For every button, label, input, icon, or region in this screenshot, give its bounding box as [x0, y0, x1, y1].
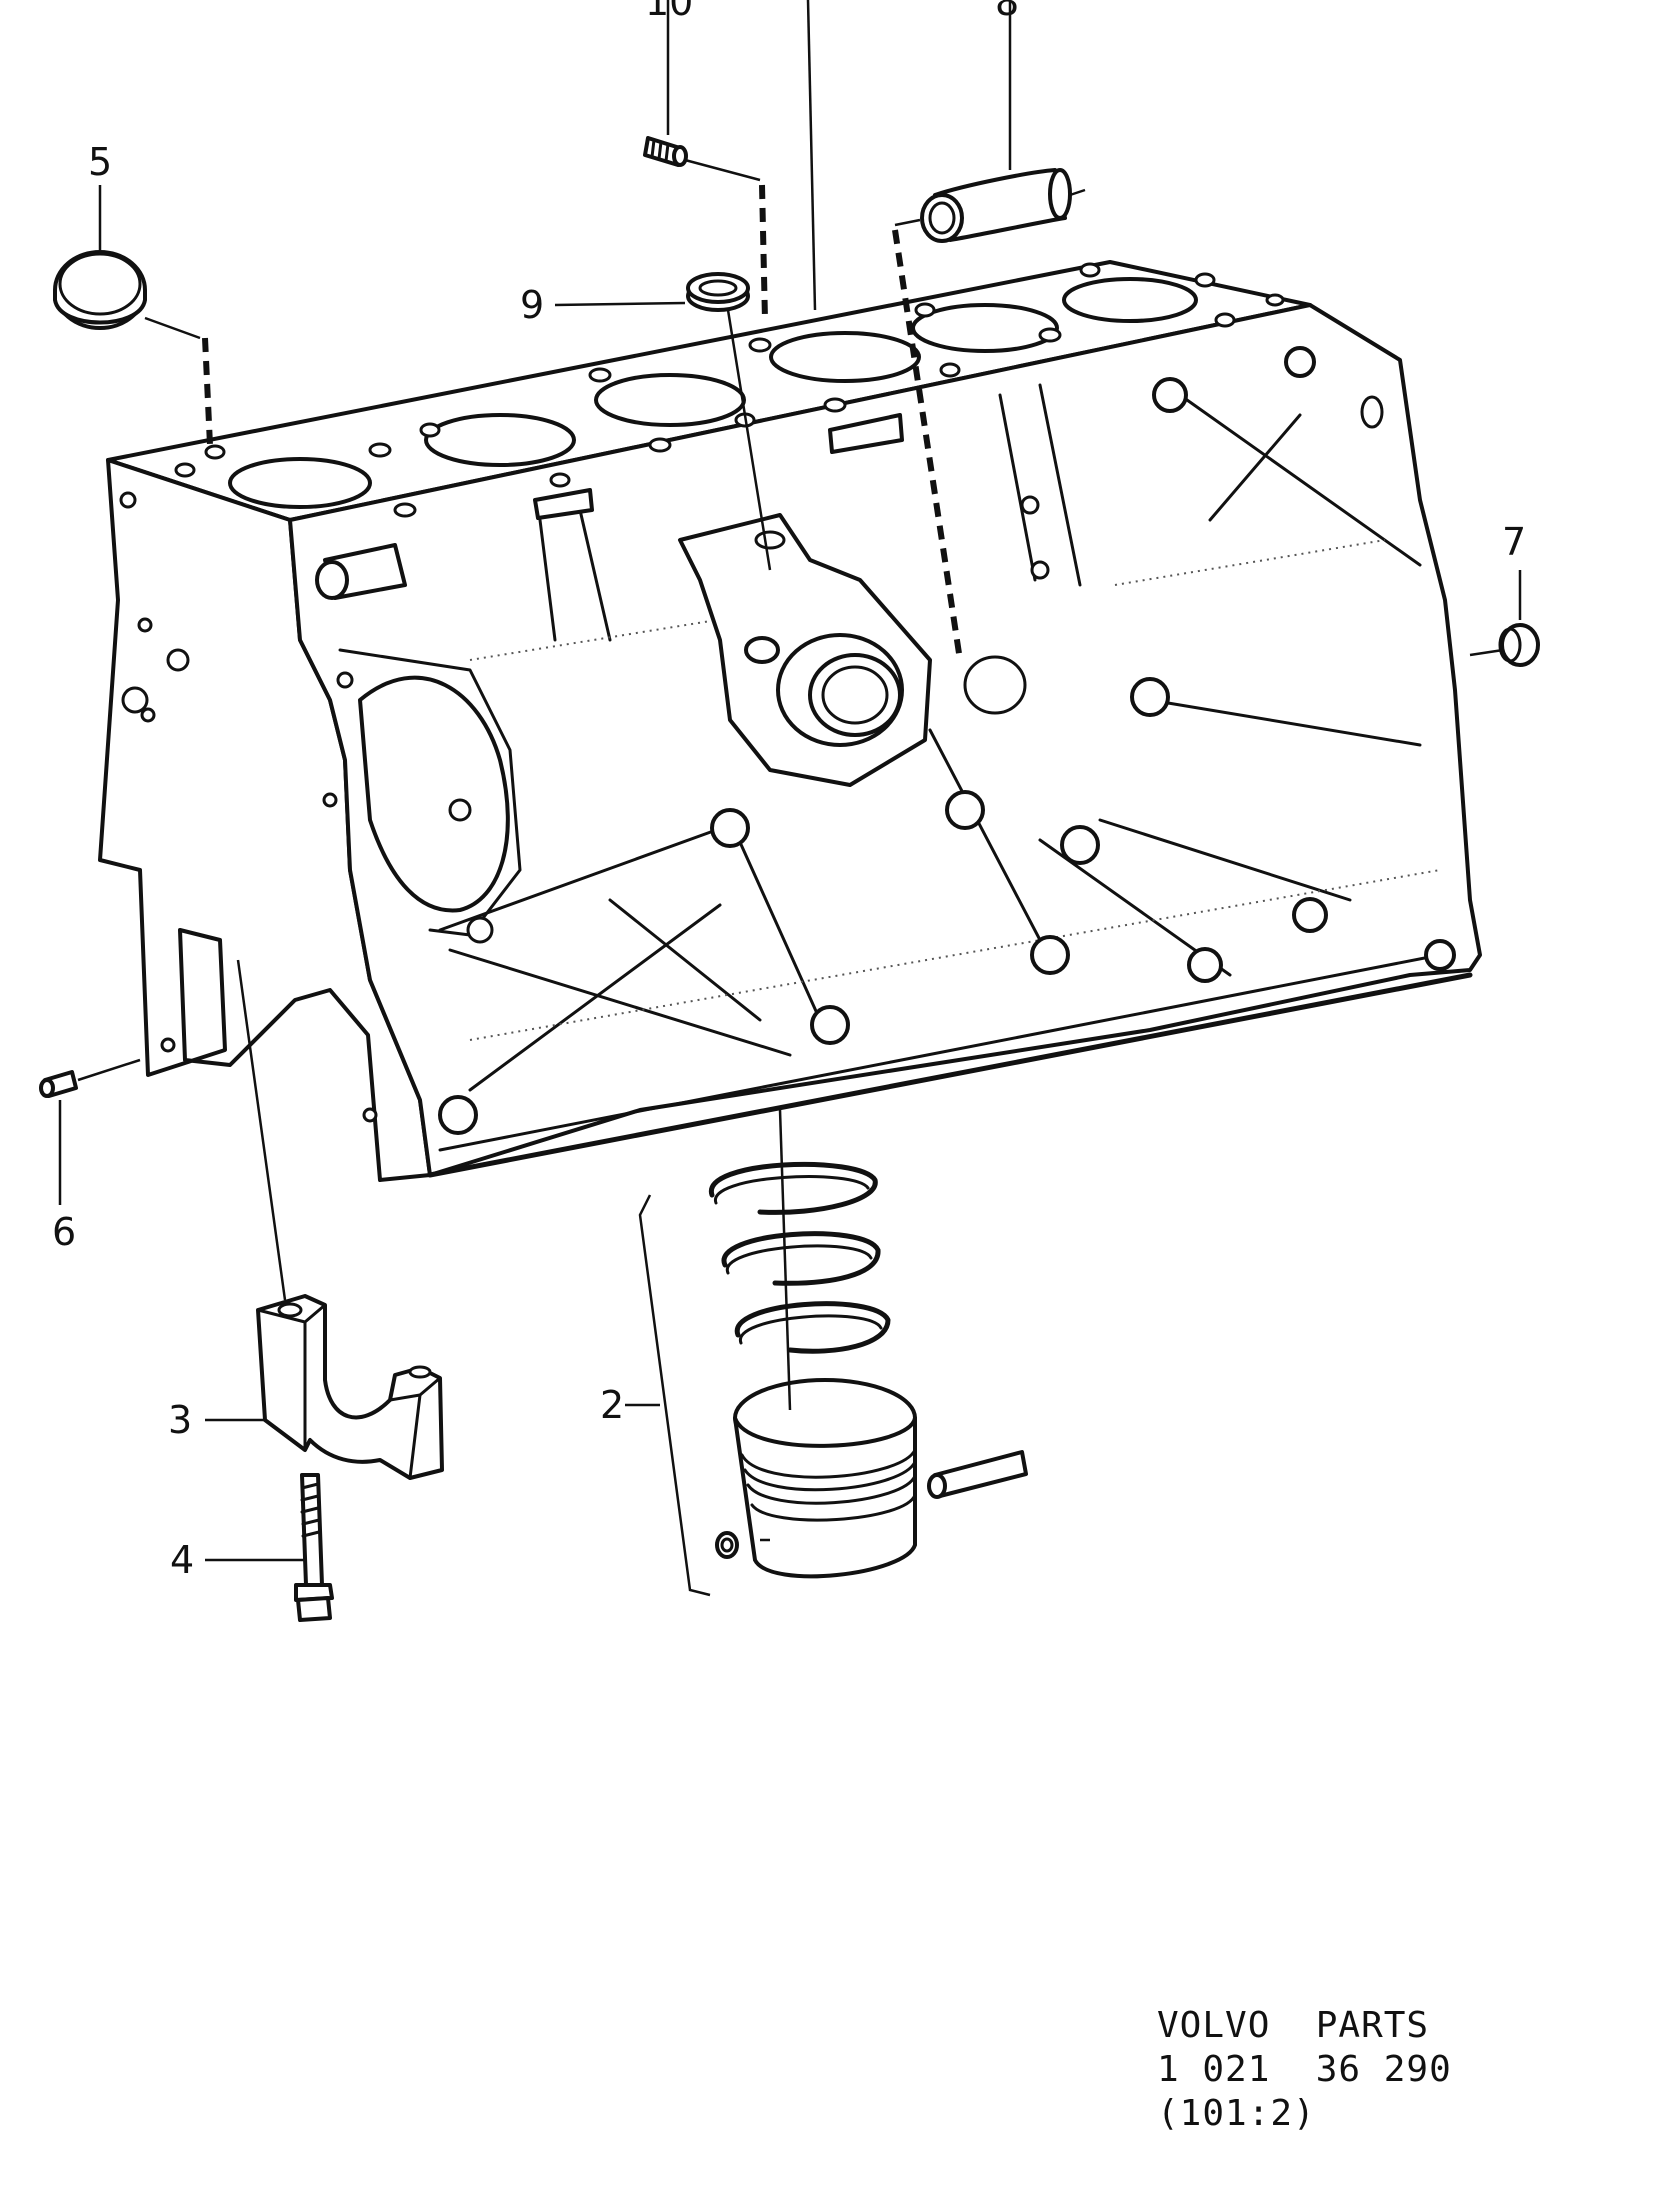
part-9-seal-ring	[686, 272, 750, 312]
side-bosses	[438, 346, 1456, 1135]
deck-holes	[174, 262, 1285, 518]
part-7-plug	[1498, 623, 1540, 667]
cylinder-bore-5	[911, 303, 1059, 353]
callout-7: 7	[1502, 520, 1526, 564]
cylinder-bore-3	[594, 373, 746, 427]
cylinder-bore-1	[228, 457, 372, 509]
callout-8: 8	[995, 0, 1019, 24]
parts-reference-block: VOLVO PARTS 1 021 36 290 (101:2)	[1157, 2004, 1452, 2136]
callout-6: 6	[52, 1210, 76, 1254]
callout-10: 10	[645, 0, 693, 24]
part-4-bolt	[294, 1473, 334, 1622]
part-10-stud	[643, 136, 688, 167]
part-3-main-bearing-cap	[256, 1294, 444, 1480]
callout-9: 9	[520, 283, 544, 327]
part-2-piston-assembly	[709, 1161, 1028, 1579]
callout-5: 5	[88, 140, 112, 184]
front-face-details	[119, 491, 378, 1123]
reference-section: (101:2)	[1157, 2093, 1316, 2134]
callout-3: 3	[168, 1398, 192, 1442]
reference-brand: VOLVO PARTS	[1157, 2005, 1430, 2046]
cylinder-bore-2	[424, 413, 576, 467]
callout-2: 2	[600, 1383, 624, 1427]
part-5-core-plug	[53, 250, 147, 330]
coolant-outlet-housing	[678, 513, 932, 787]
cylinder-bore-4	[769, 331, 921, 383]
callout-4: 4	[170, 1538, 194, 1582]
part-6-dowel-pin	[39, 1070, 78, 1098]
cylinder-block	[98, 260, 1482, 1182]
part-8-sleeve	[920, 168, 1072, 243]
cylinder-bore-6	[1062, 277, 1198, 323]
main-bearing-bore	[358, 675, 510, 913]
reference-number: 1 021 36 290	[1157, 2049, 1452, 2090]
